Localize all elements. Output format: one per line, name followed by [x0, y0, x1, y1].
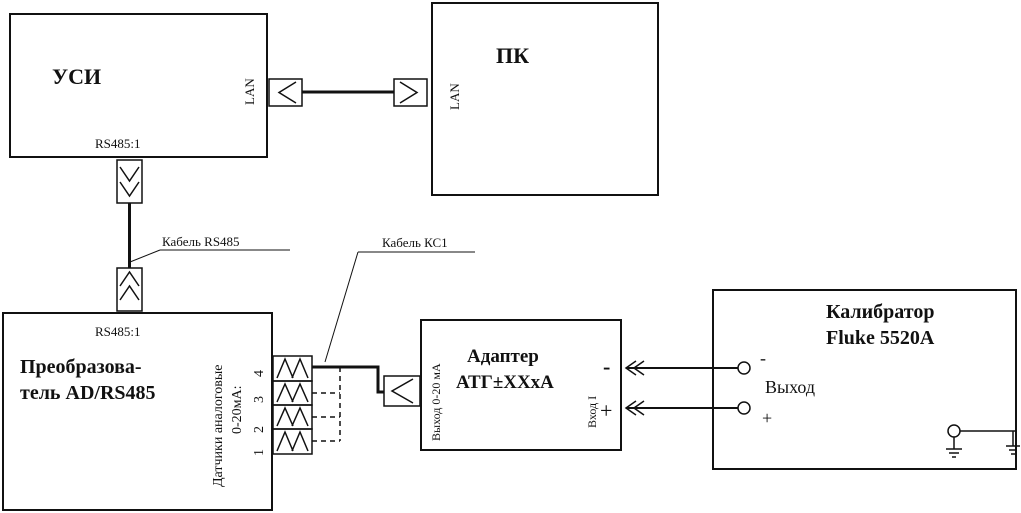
usi-lan-label: LAN	[242, 78, 257, 105]
usi-block: УСИ LAN RS485:1	[9, 13, 268, 158]
ks1-cable: Кабель КС1	[312, 235, 475, 442]
test-leads	[624, 360, 738, 416]
adapter-input-label: Вход I	[585, 396, 599, 428]
calibrator-title-line1: Калибратор	[826, 301, 934, 323]
ground-icon	[946, 424, 962, 458]
channel-1-label: 1	[252, 449, 267, 456]
sensors-label-line1: Датчики аналоговые	[211, 365, 226, 488]
calibrator-title-line2: Fluke 5520A	[826, 327, 935, 349]
lan-connection	[268, 78, 428, 107]
calibrator-plus-terminal	[737, 401, 751, 415]
adapter-block: Адаптер АТГ±XXxA Выход 0-20 мА Вход I - …	[420, 319, 622, 451]
cable-ks1-label: Кабель КС1	[382, 235, 448, 250]
channel-connectors	[272, 355, 313, 455]
channel-2-label: 2	[252, 426, 267, 433]
pc-lan-label: LAN	[447, 83, 462, 110]
pc-block: ПК LAN	[431, 2, 659, 196]
sensors-label-line2: 0-20мА:	[230, 385, 245, 434]
converter-title-line1: Преобразова-	[20, 356, 142, 378]
converter-block: RS485:1 Преобразова- тель AD/RS485 Датчи…	[2, 312, 273, 511]
external-ground-icon	[1006, 431, 1020, 455]
adapter-input-connector	[383, 375, 421, 407]
adapter-minus-label: -	[603, 354, 610, 379]
channel-4-label: 4	[252, 370, 267, 377]
usi-title: УСИ	[52, 64, 101, 89]
adapter-output-label: Выход 0-20 мА	[429, 363, 443, 441]
adapter-plus-label: +	[600, 398, 612, 423]
pc-title: ПК	[496, 43, 529, 68]
calibrator-plus-label: +	[762, 408, 772, 428]
rs485-connection: Кабель RS485	[116, 159, 290, 312]
cable-rs485-label: Кабель RS485	[162, 234, 240, 249]
ks1-cable-channel-4	[312, 365, 384, 394]
usi-rs485-label: RS485:1	[95, 136, 141, 151]
calibrator-minus-label: -	[760, 348, 766, 368]
converter-rs485-connector	[116, 267, 143, 312]
pc-lan-connector	[393, 78, 428, 107]
adapter-title-line2: АТГ±XXxA	[456, 372, 554, 393]
converter-title-line2: тель AD/RS485	[20, 382, 156, 404]
calibrator-minus-terminal	[737, 361, 751, 375]
channel-3-label: 3	[252, 396, 267, 403]
calibrator-output-label: Выход	[765, 377, 815, 397]
calibrator-block: Калибратор Fluke 5520A - Выход +	[712, 289, 1020, 470]
usi-lan-connector	[268, 78, 303, 107]
converter-rs485-label: RS485:1	[95, 324, 141, 339]
adapter-title-line1: Адаптер	[467, 346, 539, 367]
